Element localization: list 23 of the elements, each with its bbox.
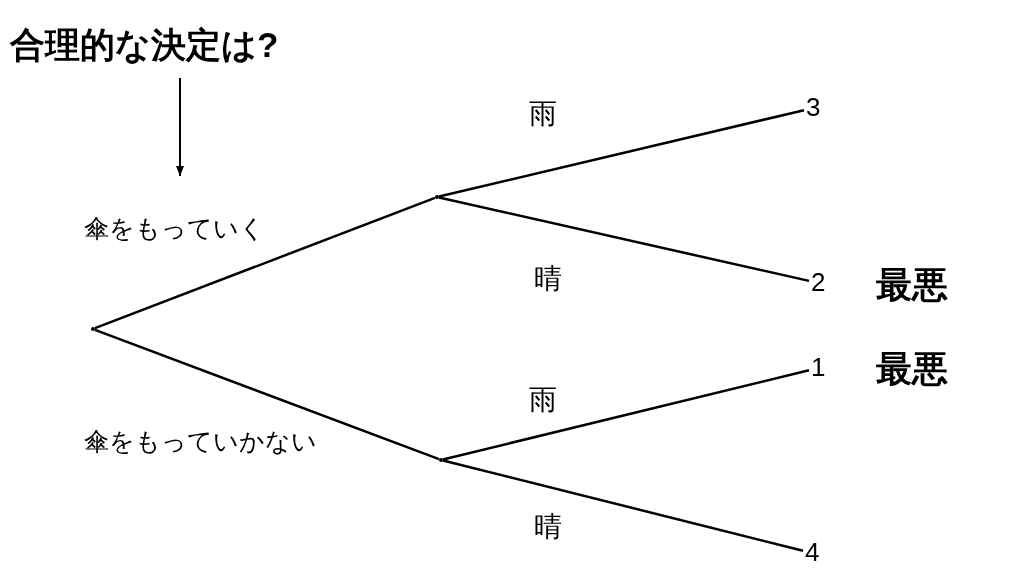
payoff-value: 2	[809, 267, 828, 299]
branch-point	[91, 327, 95, 331]
edge-label: 雨	[529, 383, 557, 417]
branch-line	[442, 459, 804, 552]
branch-line	[94, 196, 436, 330]
branch-line	[438, 109, 805, 198]
payoff-value: 3	[804, 92, 823, 124]
payoff-value: 4	[803, 537, 822, 569]
edge-label: 雨	[529, 97, 557, 131]
branch-line	[442, 369, 810, 461]
payoff-value: 1	[809, 352, 828, 384]
branch-point	[439, 458, 443, 462]
branch-point	[435, 195, 439, 199]
branch-line	[94, 328, 440, 461]
edge-label: 晴	[534, 510, 562, 544]
arrow	[176, 77, 184, 177]
question-heading: 合理的な決定は?	[8, 24, 281, 66]
annotation-text: 最悪	[876, 263, 948, 307]
edge-label: 傘をもっていかない	[84, 426, 317, 456]
branch-line	[438, 196, 810, 283]
edge-label: 晴	[534, 262, 562, 296]
edge-label: 傘をもっていく	[84, 213, 265, 243]
annotation-text: 最悪	[876, 347, 948, 391]
